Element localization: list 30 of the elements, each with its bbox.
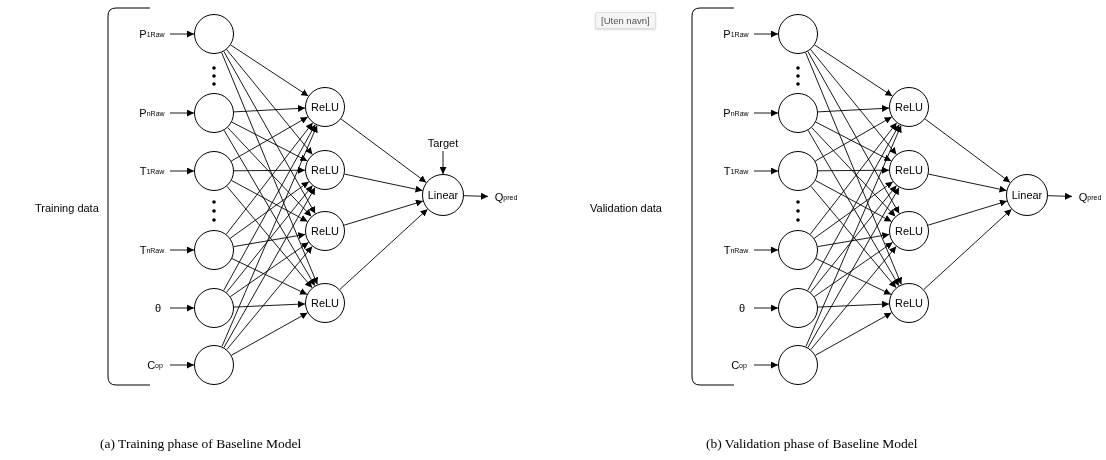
neuron-circle: [194, 345, 234, 385]
node-label: θ: [730, 297, 754, 319]
neuron-circle: [194, 14, 234, 54]
neuron-circle: [778, 14, 818, 54]
neuron-circle: Linear: [422, 174, 464, 216]
tab-label: [Uten navn]: [595, 12, 656, 29]
data-label: Validation data: [590, 202, 662, 214]
neuron-circle: ReLU: [889, 150, 929, 190]
neuron-circle: ReLU: [305, 283, 345, 323]
neuron-circle: [778, 230, 818, 270]
neuron-circle: ReLU: [889, 87, 929, 127]
node-label: Target: [421, 135, 465, 151]
neuron-circle: ReLU: [889, 283, 929, 323]
neuron-circle: [194, 93, 234, 133]
neuron-circle: Linear: [1006, 174, 1048, 216]
neuron-circle: [778, 151, 818, 191]
neuron-circle: [778, 93, 818, 133]
neuron-circle: ReLU: [305, 150, 345, 190]
neuron-circle: ReLU: [889, 211, 929, 251]
neuron-circle: [194, 151, 234, 191]
neuron-circle: [194, 288, 234, 328]
neuron-circle: ReLU: [305, 211, 345, 251]
neuron-circle: [778, 288, 818, 328]
neuron-circle: ReLU: [305, 87, 345, 127]
neuron-circle: [778, 345, 818, 385]
figure-caption: (a) Training phase of Baseline Model: [100, 436, 302, 452]
figure-caption: (b) Validation phase of Baseline Model: [706, 436, 918, 452]
data-label: Training data: [35, 202, 99, 214]
node-label: θ: [146, 297, 170, 319]
neuron-circle: [194, 230, 234, 270]
